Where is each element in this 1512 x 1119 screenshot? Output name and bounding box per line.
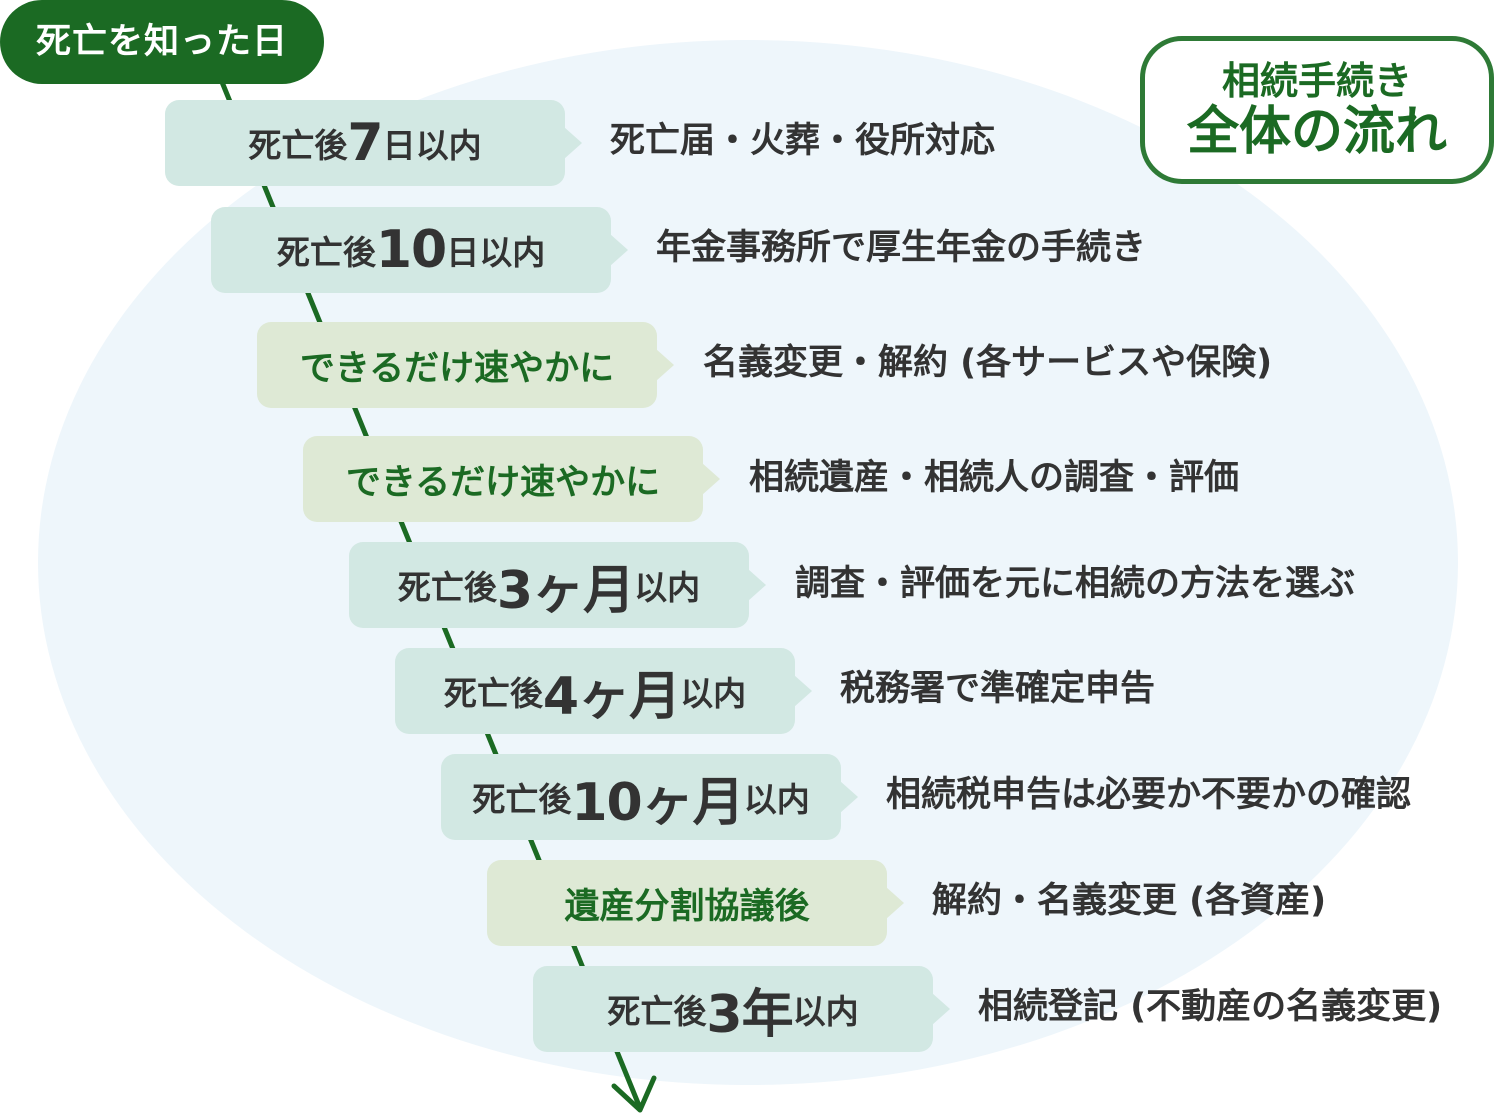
step-description: 解約・名義変更 (各資産) bbox=[932, 881, 1327, 921]
step-deadline-box: 死亡後 3年 以内 bbox=[533, 966, 950, 1052]
asap-label: 遺産分割協議後 bbox=[564, 886, 810, 927]
deadline-prefix: 死亡後 bbox=[276, 233, 376, 272]
asap-label: できるだけ速やかに bbox=[299, 348, 615, 389]
deadline-number: 10 bbox=[375, 220, 447, 280]
step-description: 税務署で準確定申告 bbox=[840, 669, 1156, 709]
step-asap-box: 遺産分割協議後 bbox=[487, 860, 904, 946]
deadline-number: 7 bbox=[347, 113, 383, 173]
asap-label: できるだけ速やかに bbox=[345, 462, 661, 503]
step-asap-box: できるだけ速やかに bbox=[257, 322, 674, 408]
step-asap-box: できるだけ速やかに bbox=[303, 436, 720, 522]
deadline-prefix: 死亡後 bbox=[248, 126, 348, 165]
deadline-prefix: 死亡後 bbox=[443, 674, 543, 713]
step-description: 相続税申告は必要か不要かの確認 bbox=[886, 775, 1412, 815]
deadline-unit: 以内 bbox=[634, 568, 701, 607]
deadline-unit: 以内 bbox=[680, 674, 747, 713]
deadline-unit: 以内 bbox=[792, 992, 859, 1031]
step-description: 年金事務所で厚生年金の手続き bbox=[656, 228, 1147, 268]
overview-title-line2: 全体の流れ bbox=[1186, 102, 1447, 162]
deadline-prefix: 死亡後 bbox=[472, 780, 572, 819]
step-description: 名義変更・解約 (各サービスや保険) bbox=[703, 343, 1273, 383]
overview-badge: 相続手続き 全体の流れ bbox=[1140, 36, 1494, 184]
deadline-unit: 日以内 bbox=[446, 233, 546, 272]
deadline-unit: 日以内 bbox=[382, 126, 482, 165]
step-description: 相続遺産・相続人の調査・評価 bbox=[749, 458, 1240, 498]
step-description: 死亡届・火葬・役所対応 bbox=[610, 121, 996, 161]
start-label: 死亡を知った日 bbox=[0, 0, 324, 84]
step-deadline-box: 死亡後 10 日以内 bbox=[211, 207, 628, 293]
step-description: 調査・評価を元に相続の方法を選ぶ bbox=[795, 564, 1356, 604]
deadline-prefix: 死亡後 bbox=[397, 568, 497, 607]
deadline-number: 3ヶ月 bbox=[496, 560, 635, 621]
step-deadline-box: 死亡後 10ヶ月 以内 bbox=[441, 754, 858, 840]
deadline-number: 10ヶ月 bbox=[571, 772, 744, 833]
overview-title-line1: 相続手続き bbox=[1221, 59, 1412, 103]
deadline-number: 4ヶ月 bbox=[542, 666, 681, 727]
deadline-unit: 以内 bbox=[743, 780, 810, 819]
step-deadline-box: 死亡後 7 日以内 bbox=[165, 100, 582, 186]
deadline-number: 3年 bbox=[706, 984, 793, 1045]
step-deadline-box: 死亡後 3ヶ月 以内 bbox=[349, 542, 766, 628]
deadline-prefix: 死亡後 bbox=[607, 992, 707, 1031]
step-description: 相続登記 (不動産の名義変更) bbox=[978, 987, 1443, 1027]
step-deadline-box: 死亡後 4ヶ月 以内 bbox=[395, 648, 812, 734]
